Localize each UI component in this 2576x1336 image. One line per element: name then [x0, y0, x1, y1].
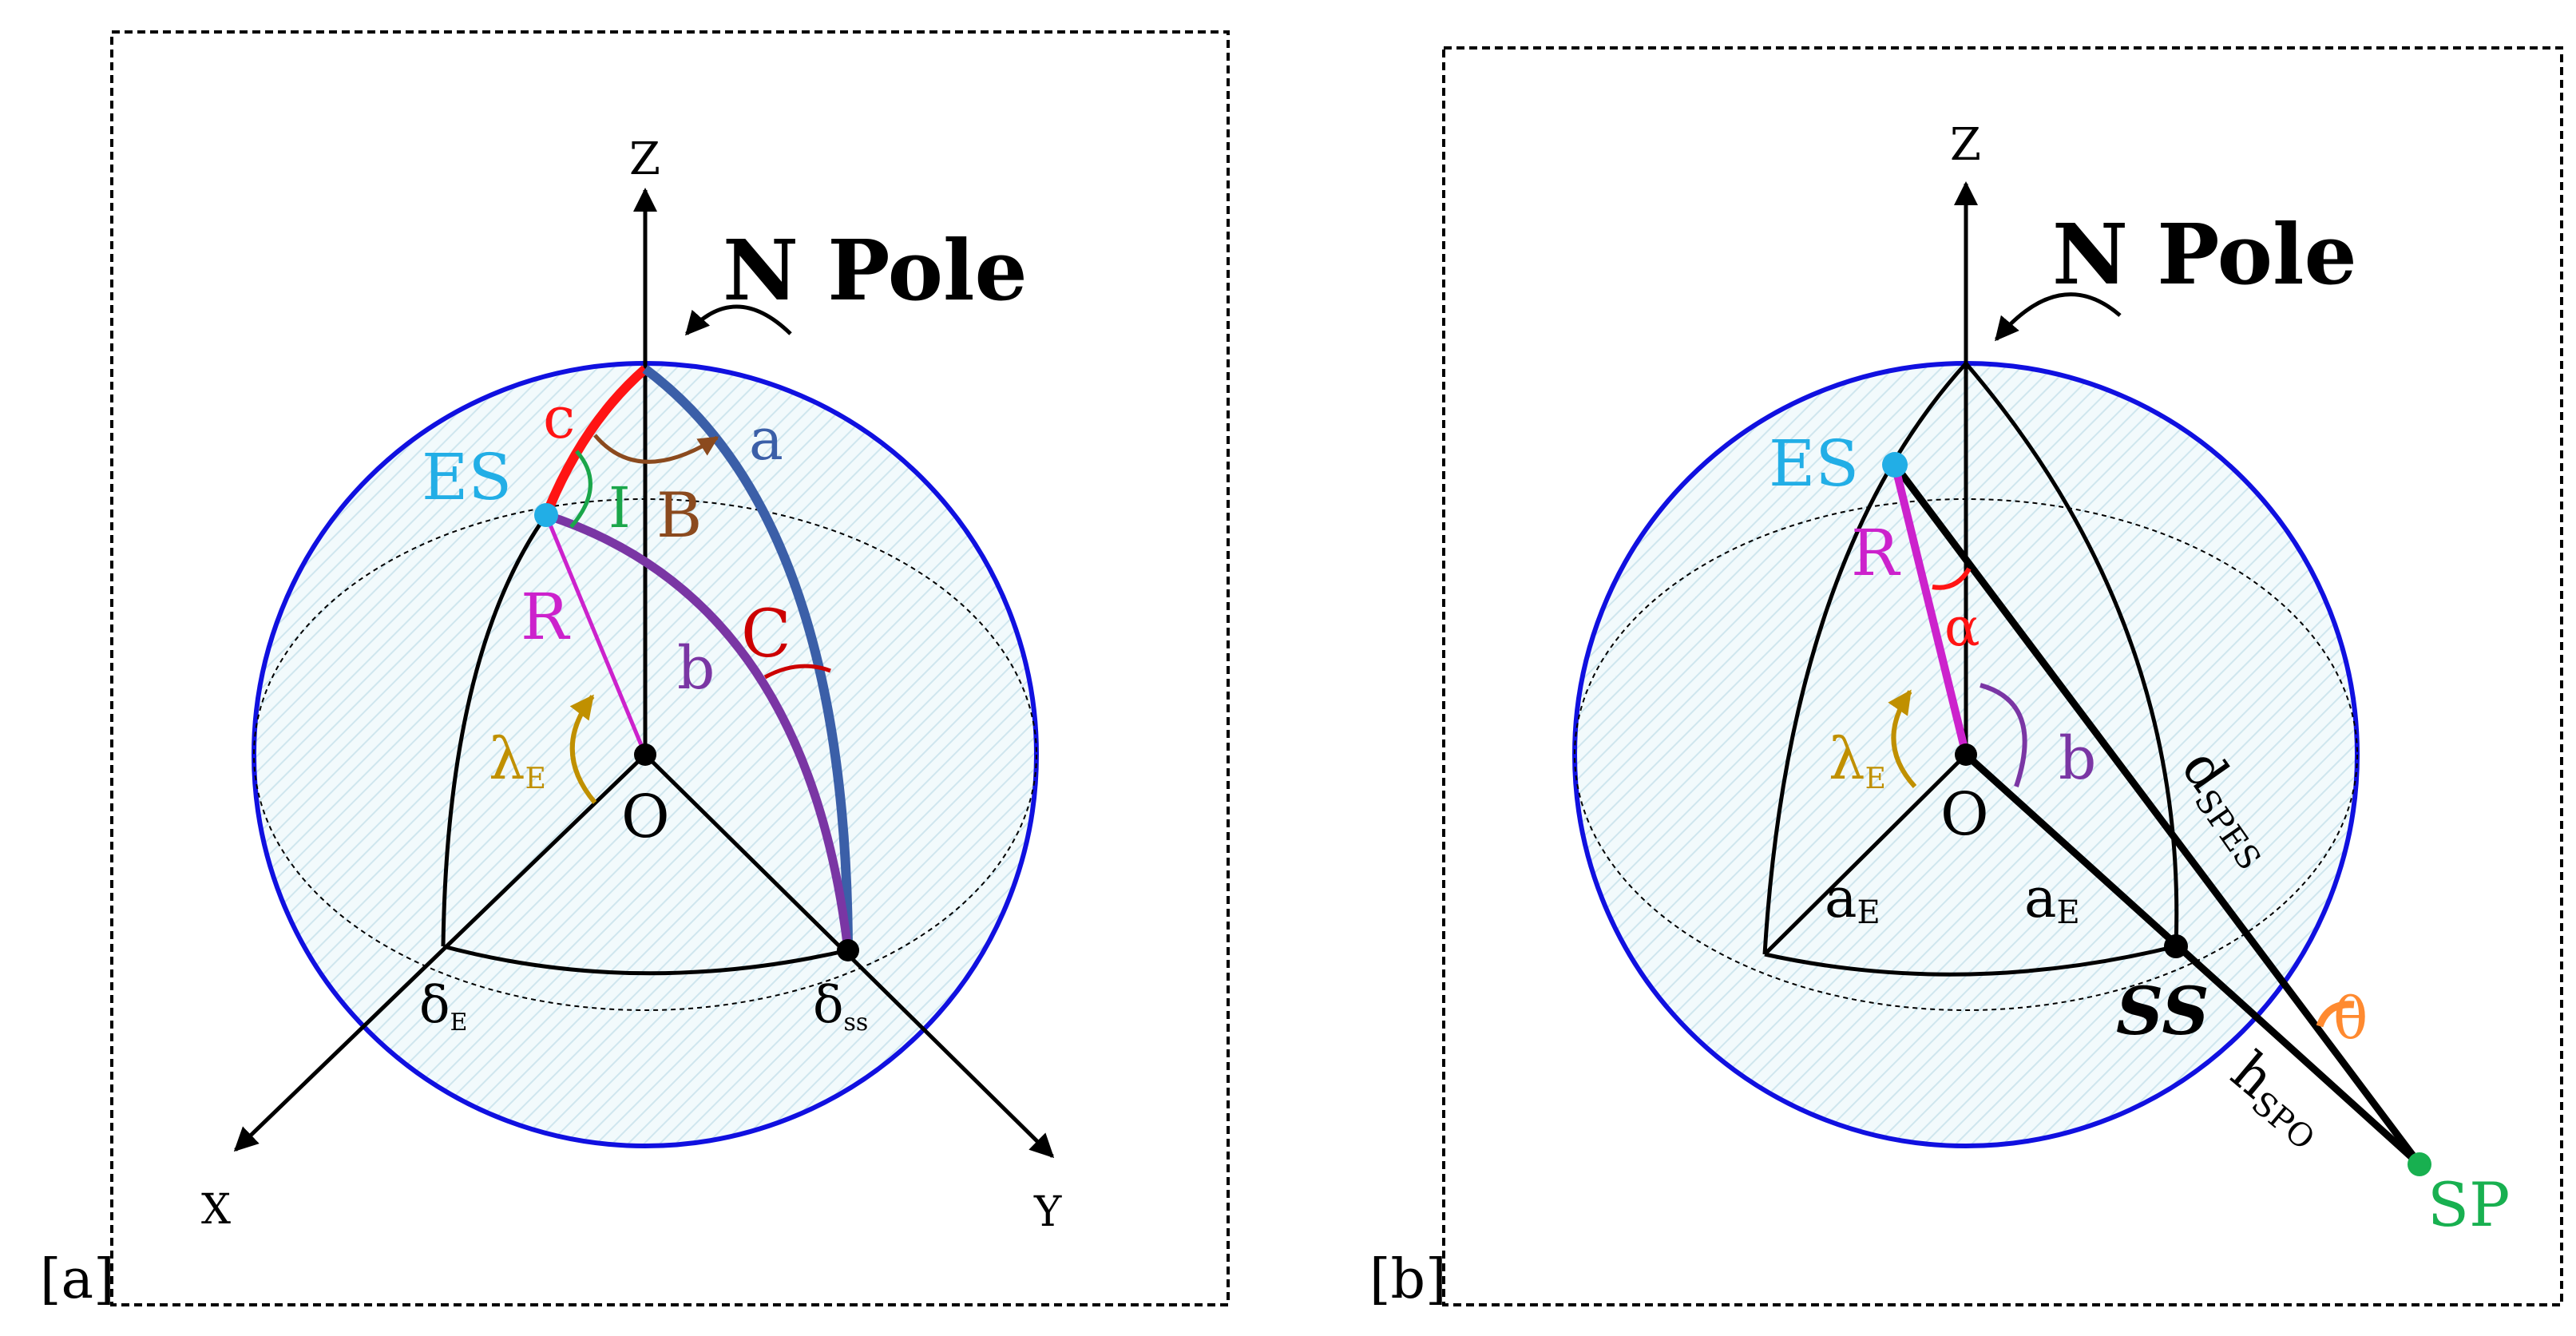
panel-b-meridian-ss — [1964, 362, 2179, 947]
panel-b: [b] Z N Pole ES R α λE O b dSPES aE aE S… — [1369, 46, 2563, 1311]
panel-a-label-x: X — [201, 1186, 231, 1234]
panel-a-x-axis — [233, 753, 647, 1152]
panel-a-label-b-arc: b — [677, 634, 715, 703]
panel-b-point-es — [1882, 452, 1908, 478]
panel-b-tag: [b] — [1369, 1248, 1447, 1311]
panel-a-angle-i — [569, 450, 592, 529]
panel-b-label-ss: SS — [2116, 973, 2209, 1050]
panel-b-point-o — [1955, 743, 1977, 766]
panel-b-line-o-sp — [1963, 751, 2423, 1168]
panel-a-label-delta-e: δE — [419, 976, 467, 1037]
panel-b-angle-b — [1980, 683, 2027, 787]
panel-b-label-sp: SP — [2427, 1169, 2510, 1240]
panel-b-point-ss — [2164, 934, 2188, 958]
panel-b-label-lambda: λE — [1829, 725, 1886, 795]
panel-a-label-r: R — [521, 580, 571, 654]
panel-a-label-a: a — [749, 406, 783, 473]
panel-a-label-lambda: λE — [489, 725, 546, 795]
panel-a-label-c-angle: C — [741, 597, 791, 672]
panel-a-label-delta-ss: δss — [813, 976, 868, 1037]
panel-a-lambda-arrow — [569, 694, 597, 804]
panel-b-meridian-e — [1762, 362, 1968, 955]
panel-a-pole-pointer — [685, 304, 792, 336]
panel-b-lambda-arrow — [1888, 689, 1917, 789]
panel-a-frame — [110, 30, 1230, 1306]
panel-b-label-b-arc: b — [2059, 724, 2096, 793]
panel-a-arc-a — [642, 365, 853, 951]
panel-b-label-r: R — [1851, 516, 1901, 590]
panel-b-angle-alpha — [1932, 567, 1972, 590]
panel-a-point-o — [634, 743, 656, 766]
panel-b-label-theta: θ — [2333, 985, 2368, 1052]
panel-b-label-z: Z — [1950, 119, 1981, 171]
panel-a-point-ss — [837, 939, 859, 961]
panel-a-radius-r — [544, 514, 648, 755]
panel-a-label-es: ES — [422, 440, 512, 514]
panel-a-point-es — [534, 503, 558, 527]
panel-a-arc-b — [545, 510, 853, 951]
panel-b-label-alpha: α — [1944, 597, 1980, 658]
panel-a: [a] Z X Y N Pole ES c a I B R b C λE O δ… — [40, 30, 1230, 1311]
panel-b-label-ae1: aE — [1825, 867, 1880, 931]
panel-b-label-h: hSPO — [2217, 1041, 2340, 1158]
panel-a-label-y: Y — [1033, 1188, 1062, 1236]
panel-b-label-es: ES — [1769, 426, 1859, 501]
panel-a-label-z: Z — [629, 133, 660, 185]
panel-a-label-b-angle: B — [656, 480, 702, 552]
panel-a-tag: [a] — [40, 1248, 115, 1311]
panel-b-frame — [1442, 46, 2563, 1306]
panel-b-label-o: O — [1940, 780, 1989, 849]
panel-b-label-ae2: aE — [2024, 867, 2080, 931]
panel-b-pole-label: N Pole — [2052, 205, 2357, 303]
panel-b-equator-arc — [1764, 944, 2177, 977]
panel-a-angle-c — [763, 664, 831, 680]
panel-b-angle-theta — [2316, 1001, 2355, 1028]
panel-b-line-o-e — [1763, 753, 1968, 956]
panel-a-label-c: c — [543, 384, 575, 451]
panel-a-arc-c — [541, 365, 648, 517]
panel-a-equator-arc — [442, 944, 849, 976]
panel-b-radius-r — [1891, 463, 1970, 756]
panel-b-pole-pointer — [1995, 292, 2122, 342]
panel-a-meridian-e — [441, 513, 549, 947]
panel-a-label-i: I — [608, 475, 631, 541]
panel-b-line-es-sp — [1892, 462, 2423, 1167]
panel-a-pole-label: N Pole — [723, 221, 1028, 319]
panel-a-angle-b-arrow — [593, 434, 719, 464]
panel-b-point-sp — [2408, 1152, 2431, 1176]
panel-a-label-o: O — [621, 783, 670, 851]
